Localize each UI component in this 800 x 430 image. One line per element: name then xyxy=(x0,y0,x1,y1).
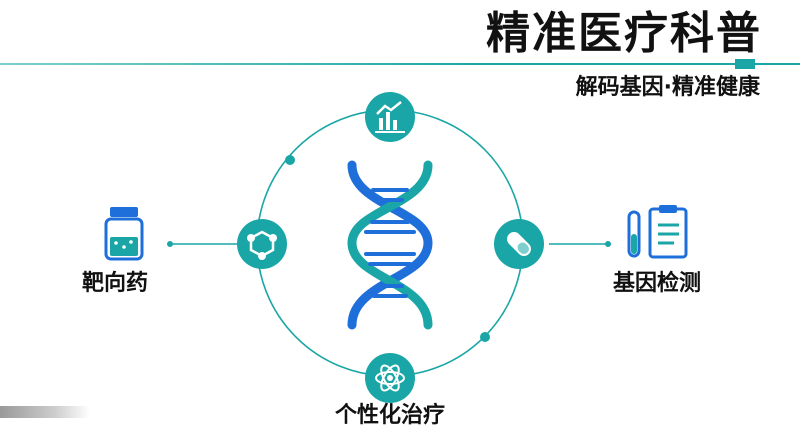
orbit-dot-lower-right xyxy=(480,332,490,342)
title-divider-accent xyxy=(735,59,755,69)
label-targeted-drug: 靶向药 xyxy=(82,271,149,296)
label-personalized-treatment: 个性化治疗 xyxy=(335,403,446,428)
molecule-icon xyxy=(237,219,287,269)
medicine-bottle-icon xyxy=(104,207,144,261)
diagram xyxy=(104,92,688,403)
title-divider xyxy=(0,63,800,65)
chart-analysis-icon xyxy=(365,92,415,142)
page-title: 精准医疗科普 xyxy=(486,8,762,59)
atom-icon xyxy=(365,353,415,403)
capsule-icon xyxy=(494,219,544,269)
page-subtitle: 解码基因·精准健康 xyxy=(575,75,760,100)
connector-right-dot xyxy=(605,241,611,247)
test-tube-clipboard-icon xyxy=(627,205,688,259)
orbit-dot-upper-left xyxy=(285,155,295,165)
connector-left-dot xyxy=(167,241,173,247)
corner-watermark xyxy=(0,406,90,418)
label-gene-testing: 基因检测 xyxy=(613,271,702,296)
dna-helix-icon xyxy=(347,160,433,330)
